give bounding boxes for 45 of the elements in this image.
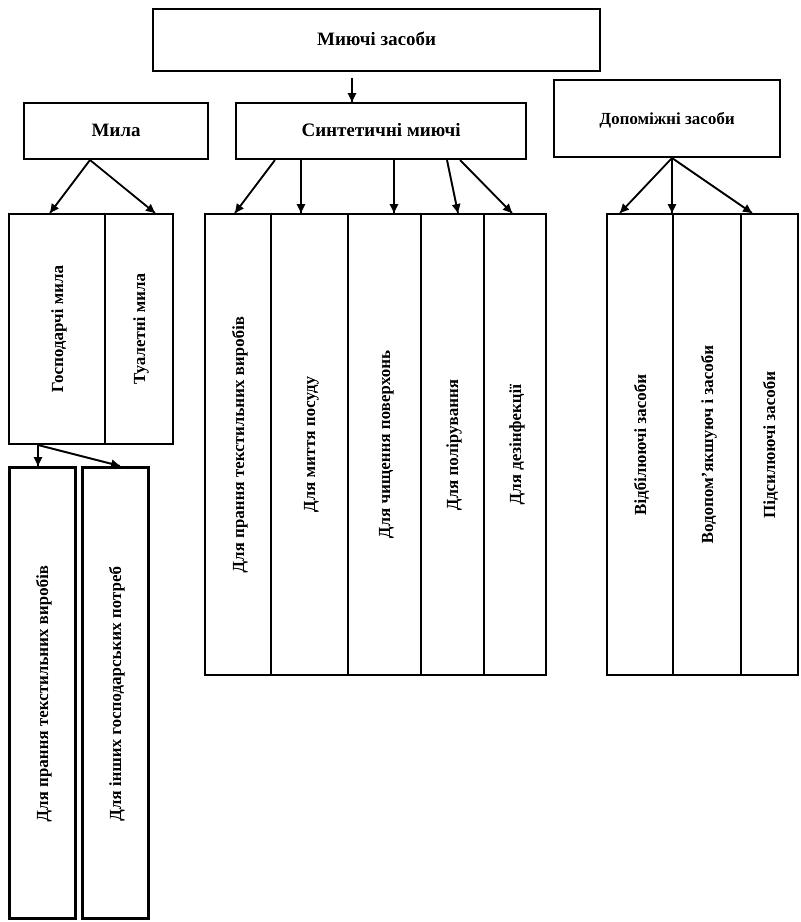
arrow bbox=[89, 159, 156, 214]
arrow bbox=[446, 160, 461, 214]
category-box bbox=[740, 213, 799, 676]
category-label: Господарчі мила bbox=[48, 265, 66, 393]
category-label: Мила bbox=[90, 120, 142, 142]
category-label: Туалетні мила bbox=[130, 273, 148, 385]
category-box bbox=[235, 102, 527, 160]
category-box bbox=[152, 8, 601, 72]
arrow bbox=[671, 157, 753, 214]
category-box bbox=[553, 79, 781, 158]
arrow bbox=[34, 445, 42, 466]
category-box bbox=[347, 213, 422, 676]
category-label: Підсилюючі засоби bbox=[761, 371, 778, 518]
category-label: Для чищення поверхонь bbox=[376, 350, 393, 539]
category-label: Допоміжні засоби bbox=[598, 108, 736, 128]
category-label: Миючі засоби bbox=[316, 29, 437, 51]
arrow bbox=[348, 78, 356, 102]
category-label: Для полірування bbox=[444, 378, 461, 510]
category-box bbox=[81, 466, 150, 920]
arrow bbox=[49, 159, 91, 214]
arrow bbox=[619, 157, 673, 214]
arrow bbox=[668, 158, 676, 213]
category-box bbox=[204, 213, 272, 676]
category-box bbox=[104, 213, 174, 445]
arrow bbox=[296, 160, 306, 213]
category-label: Для інших господарських потреб bbox=[107, 566, 124, 820]
category-box bbox=[8, 213, 106, 445]
category-label: Водопом’якшуюч і засоби bbox=[698, 345, 716, 544]
category-box bbox=[8, 466, 77, 920]
category-box bbox=[672, 213, 742, 676]
category-box bbox=[420, 213, 485, 676]
category-label: Для дезінфекції bbox=[506, 384, 524, 505]
category-label: Відбілюючі засоби bbox=[632, 374, 648, 515]
category-box bbox=[23, 102, 209, 160]
category-label: Для прання текстильних виробів bbox=[230, 316, 246, 573]
category-box bbox=[270, 213, 349, 676]
arrow bbox=[390, 160, 398, 213]
category-label: Для миття посуду bbox=[301, 376, 318, 513]
category-box bbox=[606, 213, 674, 676]
category-label: Синтетичні миючі bbox=[300, 120, 462, 142]
category-label: Для прання текстильних виробів bbox=[34, 564, 51, 822]
arrow bbox=[38, 444, 120, 468]
arrow bbox=[234, 159, 276, 214]
category-box bbox=[483, 213, 547, 676]
arrow bbox=[459, 159, 513, 214]
